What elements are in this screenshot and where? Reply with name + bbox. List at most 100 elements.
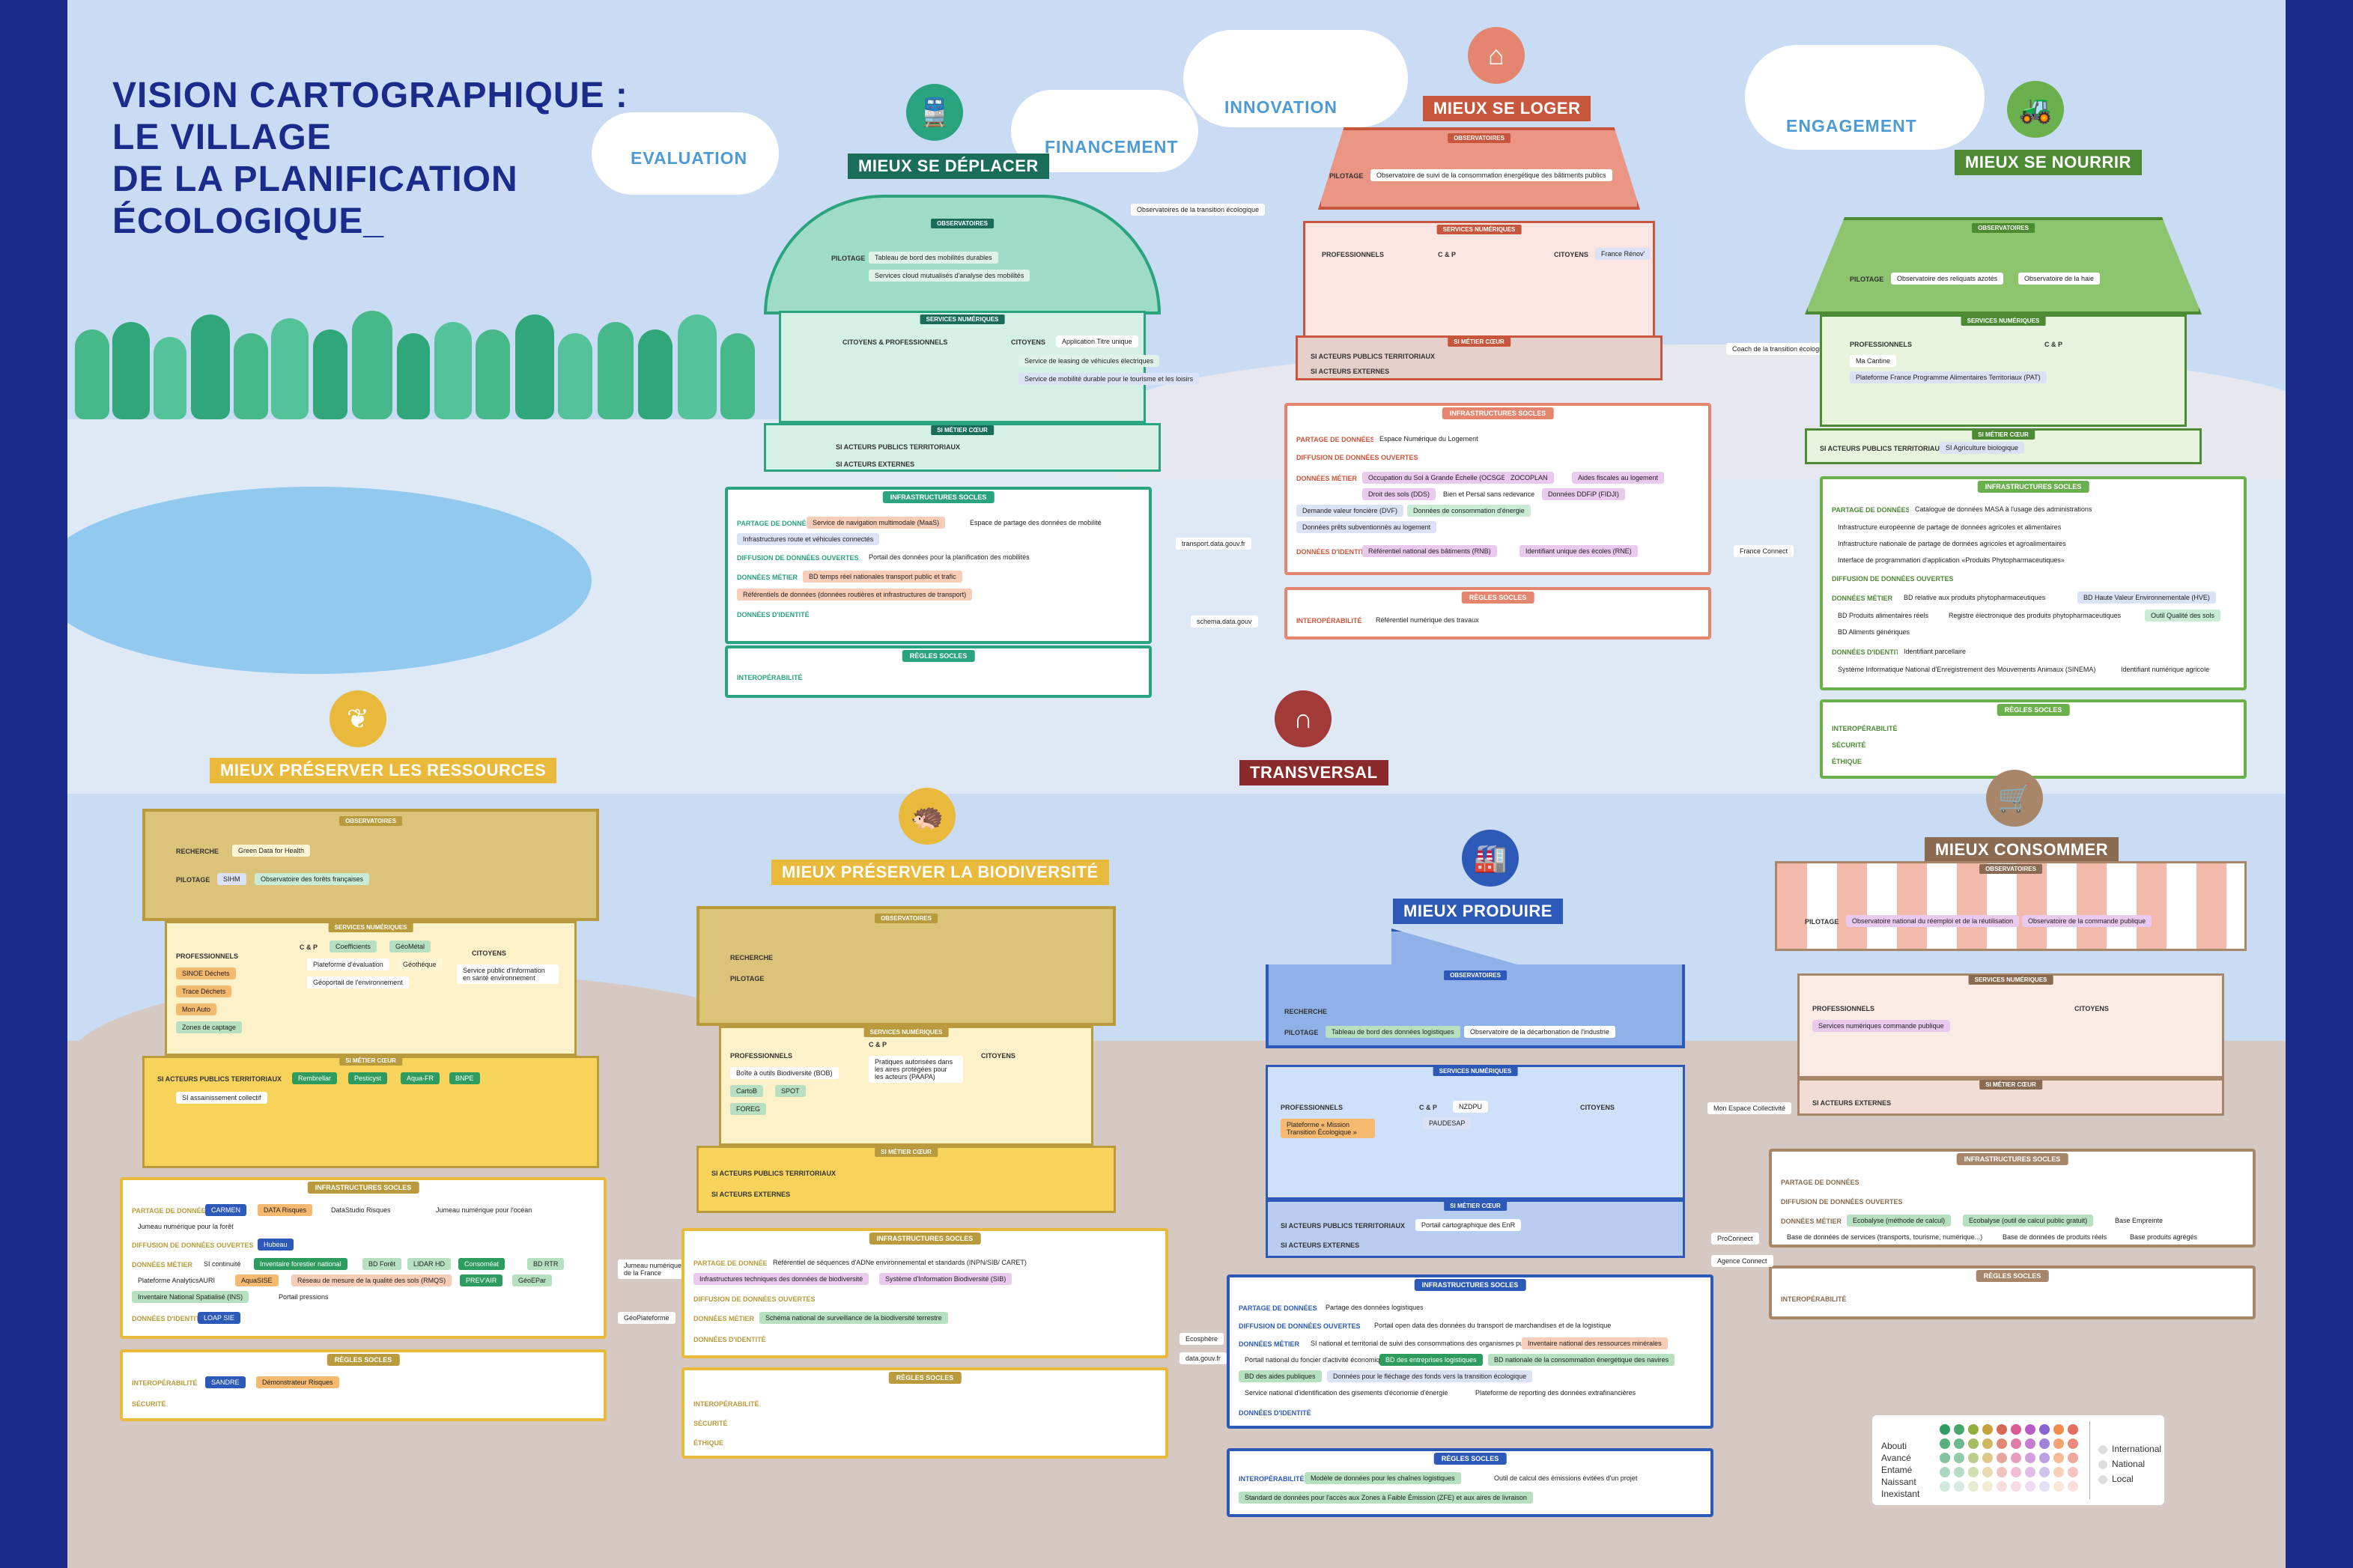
ressources-acteurs-4[interactable]: BNPE: [449, 1072, 480, 1084]
biodiv-pro-2[interactable]: CartoB: [730, 1085, 764, 1097]
produire-metier-5[interactable]: BD nationale de la consommation énergéti…: [1488, 1354, 1675, 1366]
produire-interop-1[interactable]: Modèle de données pour les chaînes logis…: [1305, 1472, 1461, 1484]
nourrir-pro-2[interactable]: Plateforme France Programme Alimentaires…: [1850, 371, 2047, 383]
ressources-interop-2[interactable]: Démonstrateur Risques: [256, 1376, 339, 1388]
nourrir-partage-4[interactable]: Interface de programmation d'application…: [1832, 554, 2071, 566]
deplacer-partage-1[interactable]: Service de navigation multimodale (MaaS): [807, 517, 946, 529]
biodiv-cp-1[interactable]: Pratiques autorisées dans les aires prot…: [869, 1056, 963, 1083]
consommer-metier-5[interactable]: Base de données de produits réels: [1997, 1231, 2113, 1243]
loger-identite-2[interactable]: Identifiant unique des écoles (RNE): [1519, 545, 1638, 557]
ressources-partage-1[interactable]: CARMEN: [205, 1204, 247, 1216]
loger-identite-1[interactable]: Référentiel national des bâtiments (RNB): [1362, 545, 1497, 557]
biodiv-pro-1[interactable]: Boîte à outils Biodiversité (BOB): [730, 1067, 839, 1079]
ressources-metier-10[interactable]: PREV'AIR: [460, 1274, 503, 1286]
deplacer-partage-3[interactable]: Infrastructures route et véhicules conne…: [737, 533, 880, 545]
link-data-gouv[interactable]: data.gouv.fr: [1179, 1352, 1227, 1364]
consommer-metier-6[interactable]: Base produits agrégés: [2124, 1231, 2204, 1243]
loger-metier-5[interactable]: Bien et Persal sans redevance: [1437, 488, 1541, 500]
nourrir-partage-3[interactable]: Infrastructure nationale de partage de d…: [1832, 538, 2072, 550]
loger-metier-1[interactable]: Occupation du Sol à Grande Échelle (OCSG…: [1362, 472, 1514, 484]
loger-partage-1[interactable]: Espace Numérique du Logement: [1373, 433, 1484, 445]
ressources-metier-8[interactable]: AquaSISE: [235, 1274, 279, 1286]
ressources-cp-2[interactable]: GéoMétal: [389, 941, 431, 952]
deplacer-pilotage-2[interactable]: Services cloud mutualisés d'analyse des …: [869, 270, 1030, 282]
deplacer-cit-1[interactable]: Service de leasing de véhicules électriq…: [1018, 355, 1160, 367]
ressources-metier-7[interactable]: Plateforme AnalyticsAURI: [132, 1274, 222, 1286]
link-agence-connect[interactable]: Agence Connect: [1711, 1255, 1773, 1267]
produire-pilotage-1[interactable]: Tableau de bord des données logistiques: [1326, 1026, 1460, 1038]
nourrir-pilotage-1[interactable]: Observatoire des reliquats azotés: [1891, 273, 2004, 285]
produire-pro-1[interactable]: Plateforme « Mission Transition Écologiq…: [1281, 1119, 1375, 1138]
produire-cp-2[interactable]: PAUDESAP: [1423, 1117, 1472, 1129]
deplacer-cit-2[interactable]: Service de mobilité durable pour le tour…: [1018, 373, 1200, 385]
ressources-metier-6[interactable]: BD RTR: [527, 1258, 565, 1270]
consommer-pro-1[interactable]: Services numériques commande publique: [1812, 1020, 1950, 1032]
loger-metier-4[interactable]: Droit des sols (DDS): [1362, 488, 1436, 500]
nourrir-metier-3[interactable]: BD Produits alimentaires réels: [1832, 610, 1935, 622]
consommer-pilotage-2[interactable]: Observatoire de la commande publique: [2022, 915, 2152, 927]
loger-citoyens-1[interactable]: France Rénov': [1595, 248, 1651, 260]
loger-metier-3[interactable]: Aides fiscales au logement: [1572, 472, 1665, 484]
produire-pilotage-2[interactable]: Observatoire de la décarbonation de l'in…: [1464, 1026, 1615, 1038]
ressources-metier-4[interactable]: LIDAR HD: [407, 1258, 452, 1270]
nourrir-metier-1[interactable]: BD relative aux produits phytopharmaceut…: [1898, 592, 2052, 604]
nourrir-metier-2[interactable]: BD Haute Valeur Environnementale (HVE): [2077, 592, 2216, 604]
ressources-pilotage-1[interactable]: SIHM: [217, 873, 246, 885]
biodiv-partage-1[interactable]: Référentiel de séquences d'ADNe environn…: [767, 1256, 1033, 1268]
ressources-pro-4[interactable]: Zones de captage: [176, 1021, 243, 1033]
nourrir-acteurs-1[interactable]: SI Agriculture biologique: [1940, 442, 2025, 454]
deplacer-metier-1[interactable]: BD temps réel nationales transport publi…: [803, 571, 962, 583]
nourrir-partage-2[interactable]: Infrastructure européenne de partage de …: [1832, 521, 2068, 533]
deplacer-partage-2[interactable]: Espace de partage des données de mobilit…: [964, 517, 1108, 529]
ressources-acteurs-2[interactable]: Pesticyst: [348, 1072, 388, 1084]
consommer-metier-4[interactable]: Base de données de services (transports,…: [1781, 1231, 1989, 1243]
produire-metier-7[interactable]: Données pour le fléchage des fonds vers …: [1327, 1370, 1533, 1382]
deplacer-citpro-1[interactable]: Application Titre unique: [1056, 335, 1138, 347]
ressources-partage-4[interactable]: Jumeau numérique pour l'océan: [430, 1204, 538, 1216]
ressources-metier-3[interactable]: BD Forêt: [362, 1258, 402, 1270]
ressources-partage-5[interactable]: Jumeau numérique pour la forêt: [132, 1221, 240, 1233]
consommer-metier-1[interactable]: Ecobalyse (méthode de calcul): [1847, 1215, 1952, 1227]
biodiv-partage-3[interactable]: Système d'Information Biodiversité (SIB): [879, 1273, 1012, 1285]
ressources-metier-5[interactable]: Consoméat: [458, 1258, 505, 1270]
consommer-metier-2[interactable]: Ecobalyse (outil de calcul public gratui…: [1963, 1215, 2094, 1227]
biodiv-metier-1[interactable]: Schéma national de surveillance de la bi…: [759, 1312, 948, 1324]
consommer-metier-3[interactable]: Base Empreinte: [2109, 1215, 2170, 1227]
loger-metier-8[interactable]: Données de consommation d'énergie: [1407, 505, 1531, 517]
loger-metier-2[interactable]: ZOCOPLAN: [1505, 472, 1554, 484]
produire-acteurs-1[interactable]: Portail cartographique des EnR: [1415, 1219, 1522, 1231]
ressources-acteurs-1[interactable]: Rembrellar: [292, 1072, 338, 1084]
ressources-cp-4[interactable]: Géothéque: [397, 958, 443, 970]
ressources-acteurs-5[interactable]: SI assainissement collectif: [176, 1092, 267, 1104]
link-schema-data[interactable]: schema.data.gouv: [1191, 616, 1258, 627]
nourrir-metier-5[interactable]: Outil Qualité des sols: [2145, 610, 2221, 622]
deplacer-metier-2[interactable]: Référentiels de données (données routièr…: [737, 589, 973, 601]
ressources-metier-9[interactable]: Réseau de mesure de la qualité des sols …: [291, 1274, 452, 1286]
ressources-metier-2[interactable]: Inventaire forestier national: [254, 1258, 347, 1270]
ressources-metier-12[interactable]: Inventaire National Spatialisé (INS): [132, 1291, 249, 1303]
nourrir-metier-6[interactable]: BD Aliments génériques: [1832, 626, 1916, 638]
nourrir-identite-2[interactable]: Système Informatique National d'Enregist…: [1832, 663, 2102, 675]
link-transport-data[interactable]: transport.data.gouv.fr: [1176, 538, 1251, 550]
nourrir-pilotage-2[interactable]: Observatoire de la haie: [2018, 273, 2101, 285]
ressources-cp-1[interactable]: Coefficients: [330, 941, 377, 952]
biodiv-pro-3[interactable]: SPOT: [775, 1085, 806, 1097]
produire-interop-2[interactable]: Outil de calcul des émissions évitées d'…: [1488, 1472, 1644, 1484]
link-geoplateforme[interactable]: GéoPlateforme: [618, 1312, 675, 1324]
biodiv-pro-4[interactable]: FOREG: [730, 1103, 767, 1115]
nourrir-identite-1[interactable]: Identifiant parcellaire: [1898, 645, 1973, 657]
nourrir-pro-1[interactable]: Ma Cantine: [1850, 355, 1897, 367]
produire-metier-4[interactable]: BD des entreprises logistiques: [1379, 1354, 1483, 1366]
loger-pilotage-1[interactable]: Observatoire de suivi de la consommation…: [1370, 169, 1612, 181]
nourrir-partage-1[interactable]: Catalogue de données MASA à l'usage des …: [1909, 503, 2098, 515]
ressources-cp-3[interactable]: Plateforme d'évaluation: [307, 958, 389, 970]
ressources-cp-5[interactable]: Géoportail de l'environnement: [307, 976, 409, 988]
produire-diffusion-1[interactable]: Portail open data des données du transpo…: [1368, 1319, 1618, 1331]
ressources-cit-1[interactable]: Service public d'information en santé en…: [457, 964, 559, 984]
produire-metier-8[interactable]: Service national d'identification des gi…: [1239, 1387, 1454, 1399]
loger-metier-7[interactable]: Demande valeur foncière (DVF): [1296, 505, 1404, 517]
produire-metier-1[interactable]: SI national et territorial de suivi des …: [1305, 1337, 1543, 1349]
ressources-interop-1[interactable]: SANDRE: [205, 1376, 246, 1388]
ressources-diffusion-1[interactable]: Hubeau: [258, 1239, 294, 1251]
ressources-partage-3[interactable]: DataStudio Risques: [325, 1204, 397, 1216]
